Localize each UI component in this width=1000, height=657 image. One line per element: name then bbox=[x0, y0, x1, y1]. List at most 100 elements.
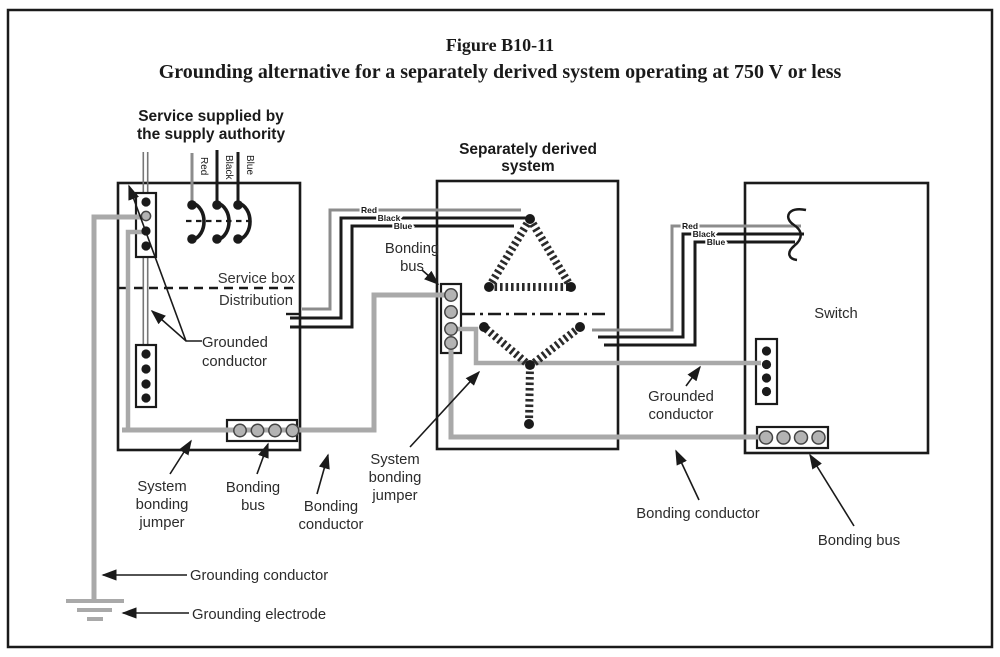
delta-coil bbox=[526, 216, 575, 290]
terminal-dot bbox=[141, 241, 151, 251]
system-bonding-jumper-label-line1: System bbox=[137, 479, 186, 495]
system-bonding-jumper-wire-left bbox=[125, 229, 143, 429]
bus-lug bbox=[811, 430, 826, 445]
terminal-dot bbox=[141, 349, 151, 359]
distribution-label: Distribution bbox=[219, 293, 293, 309]
leader-system-bonding-jumper-middle bbox=[409, 370, 481, 448]
bonding-bus-middle-label-line2: bus bbox=[400, 259, 424, 275]
delta-coil bbox=[485, 216, 534, 290]
bus-lug bbox=[444, 336, 458, 350]
bus-lug bbox=[776, 430, 791, 445]
bonding-conductor-wire-left bbox=[122, 292, 450, 433]
supply-heading-line2: the supply authority bbox=[137, 126, 286, 143]
wye-winding bbox=[479, 322, 585, 429]
bonding-bus-right-label: Bonding bus bbox=[818, 533, 900, 549]
bus-lug bbox=[250, 423, 265, 438]
service-drop-tags: Red Black Blue bbox=[198, 155, 255, 180]
bonding-bus-label-line2: bus bbox=[241, 498, 265, 514]
delta-winding bbox=[484, 214, 576, 292]
leader-bonding-bus-right bbox=[809, 453, 855, 527]
system-bonding-jumper-middle-label-line3: jumper bbox=[371, 488, 417, 504]
switch-terminal-dot bbox=[187, 234, 197, 244]
terminal-dot bbox=[761, 386, 772, 397]
derived-heading-line1: Separately derived bbox=[459, 141, 597, 158]
delta-vertex-dot bbox=[525, 214, 535, 224]
black-tag: Black bbox=[378, 213, 401, 223]
terminal-block-switch bbox=[754, 337, 779, 406]
red-tag: Red bbox=[361, 205, 377, 215]
delta-vertex-dot bbox=[566, 282, 576, 292]
bus-lug bbox=[444, 288, 458, 302]
neutral-terminal-block-upper bbox=[134, 191, 158, 259]
wye-end-dot bbox=[575, 322, 585, 332]
black-tag: Black bbox=[223, 155, 234, 180]
blue-tag: Blue bbox=[394, 221, 413, 231]
blue-phase-wire-1 bbox=[290, 224, 514, 329]
bonding-conductor-label-line1: Bonding bbox=[304, 499, 358, 515]
bus-lug bbox=[233, 423, 247, 438]
grounding-electrode-label: Grounding electrode bbox=[192, 607, 326, 623]
switch-box bbox=[743, 181, 930, 455]
black-phase-wire-1 bbox=[290, 216, 528, 320]
red-tag: Red bbox=[198, 157, 209, 175]
blue-tag: Blue bbox=[244, 155, 255, 175]
black-phase-wire-2 bbox=[598, 232, 804, 339]
black-tag: Black bbox=[693, 229, 716, 239]
leader-bonding-bus-middle bbox=[421, 269, 440, 286]
switch-terminal-dot bbox=[212, 234, 222, 244]
terminal-dot bbox=[761, 359, 772, 370]
grounded-conductor-label-line2: conductor bbox=[202, 354, 267, 370]
switch-terminal-dot bbox=[233, 200, 243, 210]
blue-phase-wire-2 bbox=[604, 240, 795, 347]
neutral-terminal-block-lower bbox=[134, 343, 158, 409]
system-bonding-jumper-middle-label-line2: bonding bbox=[369, 470, 422, 486]
system-bonding-jumper-label-line3: jumper bbox=[138, 515, 184, 531]
bonding-conductor-wire-right bbox=[448, 347, 762, 440]
red-tag: Red bbox=[682, 221, 698, 231]
bus-lug bbox=[268, 423, 282, 438]
bonding-bus-middle-label-line1: Bonding bbox=[385, 241, 439, 257]
figure-title: Figure B10-11 bbox=[446, 35, 554, 55]
grounded-conductor-wire-right bbox=[448, 326, 761, 366]
switch-label: Switch bbox=[814, 306, 858, 322]
leader-system-bonding-jumper-left bbox=[169, 439, 192, 475]
wye-end-dot bbox=[479, 322, 489, 332]
terminal-dot bbox=[141, 197, 151, 207]
terminal-dot bbox=[141, 393, 151, 403]
terminal-dot bbox=[141, 364, 151, 374]
leader-bonding-bus-left bbox=[256, 442, 269, 475]
supply-heading-line1: Service supplied by bbox=[138, 108, 284, 125]
bus-lug bbox=[285, 423, 300, 438]
system-bonding-jumper-label-line2: bonding bbox=[136, 497, 189, 513]
bus-lug bbox=[444, 322, 458, 336]
leader-bonding-conductor-right bbox=[675, 449, 700, 501]
terminal-dot bbox=[141, 379, 151, 389]
leader-grounded-conductor-top bbox=[128, 184, 187, 342]
bus-lug bbox=[793, 430, 809, 445]
leader-grounded-conductor-right bbox=[685, 365, 701, 387]
wye-coil bbox=[481, 323, 533, 370]
bonding-conductor-right-label: Bonding conductor bbox=[636, 506, 759, 522]
grounded-conductor-right-label-line2: conductor bbox=[649, 407, 714, 423]
system-bonding-jumper-middle-label-line1: System bbox=[370, 452, 419, 468]
red-phase-wire-2 bbox=[592, 224, 801, 332]
wye-end-dot bbox=[524, 419, 534, 429]
service-box-label: Service box bbox=[218, 271, 296, 287]
wye-center-dot bbox=[525, 360, 535, 370]
terminal-dot bbox=[761, 346, 772, 356]
bus-lug bbox=[758, 430, 774, 445]
grounding-conductor-label: Grounding conductor bbox=[190, 568, 328, 584]
bonding-conductor-label-line2: conductor bbox=[299, 517, 364, 533]
switch-terminal-dot bbox=[187, 200, 197, 210]
bonding-bus-label-line1: Bonding bbox=[226, 480, 280, 496]
wire-break-squiggle bbox=[786, 207, 807, 262]
switch-terminal-dot bbox=[233, 234, 243, 244]
leader-bonding-conductor-left bbox=[316, 453, 330, 495]
blue-tag: Blue bbox=[707, 237, 726, 247]
grounding-electrode-symbol bbox=[66, 599, 124, 621]
figure-subtitle: Grounding alternative for a separately d… bbox=[159, 61, 842, 83]
grounded-conductor-label-line1: Grounded bbox=[202, 335, 268, 351]
bus-lug bbox=[444, 305, 458, 319]
